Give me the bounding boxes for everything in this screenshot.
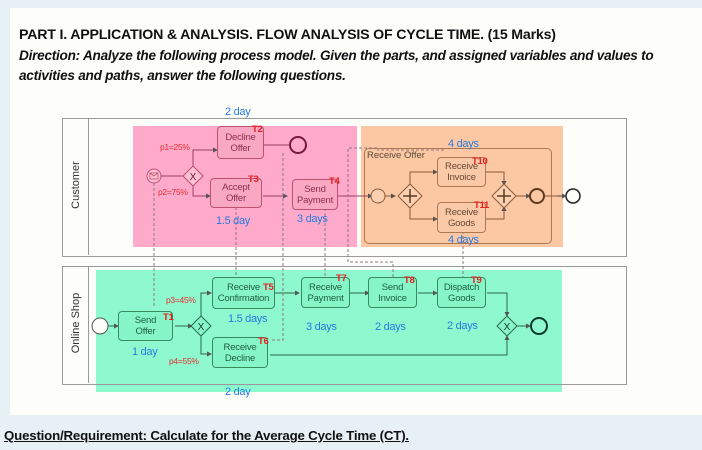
tag-t8: T8 [404,275,415,286]
duration-receive-decline: 2 day [225,386,251,398]
tag-t9: T9 [471,275,482,286]
lane-customer-header: Customer [63,119,89,255]
prob-p2: p2=75% [158,187,188,197]
question-requirement: Question/Requirement: Calculate for the … [4,428,409,443]
page-title: PART I. APPLICATION & ANALYSIS. FLOW ANA… [19,27,556,43]
duration-send-offer: 1 day [132,346,158,358]
prob-p3: p3=45% [166,295,196,305]
duration-accept-offer: 1.5 day [216,215,250,227]
duration-receive-invoice: 4 days [448,138,479,150]
tag-t6: T6 [258,336,269,347]
lane-shop-header: Online Shop [63,267,89,383]
tag-t3: T3 [248,174,259,185]
tag-t2: T2 [252,124,263,135]
prob-p1: p1=25% [160,142,190,152]
duration-receive-goods: 4 days [448,234,479,246]
tag-t4: T4 [329,176,340,187]
tag-t1: T1 [163,312,174,323]
duration-receive-confirmation: 1.5 days [228,313,268,325]
lane-customer-label: Customer [70,161,82,209]
duration-send-invoice: 2 days [375,321,406,333]
lane-online-shop: Online Shop [62,266,627,385]
subprocess-label: Receive Offer [367,150,425,161]
duration-receive-payment: 3 days [306,321,337,333]
tag-t11: T11 [474,200,489,211]
duration-decline-offer: 2 day [225,106,251,118]
direction-text: Direction: Analyze the following process… [19,48,654,83]
duration-dispatch-goods: 2 days [447,320,478,332]
tag-t5: T5 [263,282,274,293]
lane-customer: Customer [62,118,627,257]
tag-t7: T7 [336,273,347,284]
prob-p4: p4=55% [169,356,199,366]
lane-shop-label: Online Shop [70,292,82,354]
duration-send-payment: 3 days [297,213,328,225]
tag-t10: T10 [472,156,488,167]
